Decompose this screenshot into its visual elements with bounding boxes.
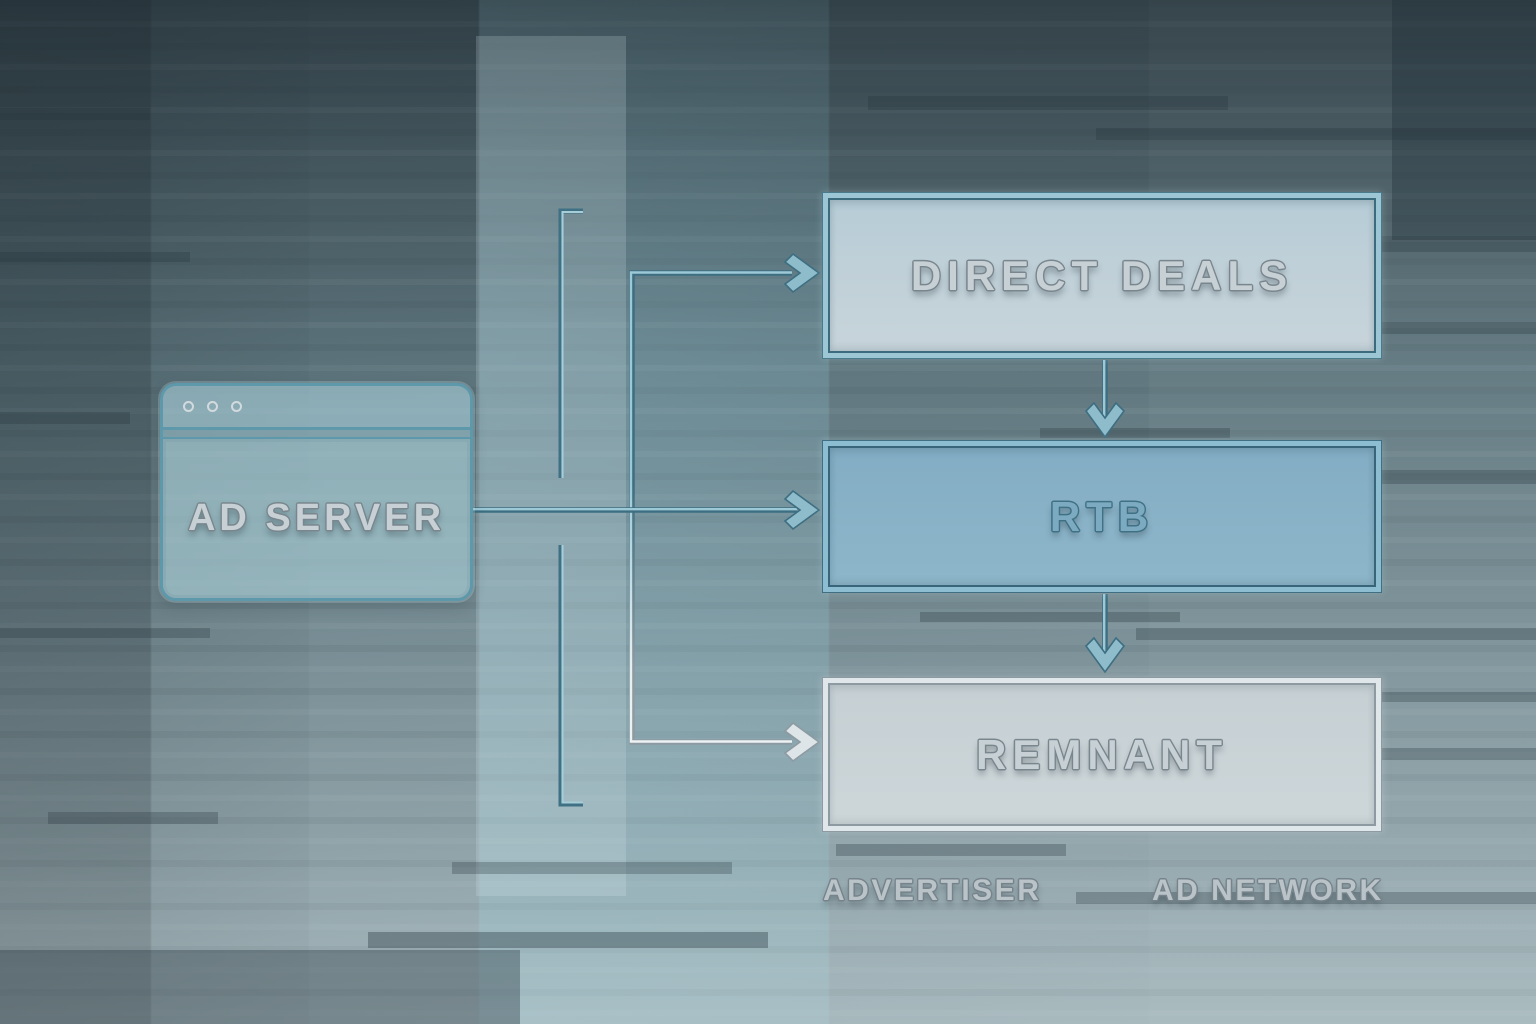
- arrowhead-down-icon: [1084, 636, 1126, 674]
- direct-deals-node: DIRECT DEALS: [822, 192, 1382, 359]
- arrowhead-right-icon: [783, 489, 821, 531]
- advertiser-label: ADVERTISER: [823, 874, 1042, 907]
- bracket-upper: [558, 208, 583, 478]
- direct-deals-label: DIRECT DEALS: [910, 251, 1294, 299]
- connector-rtb-to-remnant: [1084, 594, 1126, 674]
- window-control-dot-icon: [207, 401, 218, 412]
- ad-network-label: AD NETWORK: [1152, 874, 1384, 907]
- window-titlebar: [163, 386, 470, 430]
- ad-server-label: AD SERVER: [187, 497, 446, 539]
- bracket-lower: [558, 545, 583, 807]
- rtb-node: RTB: [822, 440, 1382, 593]
- connector-adserver-to-rtb: [473, 489, 821, 531]
- remnant-node: REMNANT: [822, 677, 1382, 832]
- remnant-label: REMNANT: [976, 730, 1228, 778]
- window-body: AD SERVER: [163, 437, 470, 598]
- window-control-dot-icon: [231, 401, 242, 412]
- rtb-label: RTB: [1049, 492, 1155, 540]
- arrowhead-right-icon: [783, 721, 821, 763]
- arrowhead-down-icon: [1084, 401, 1126, 439]
- window-control-dot-icon: [183, 401, 194, 412]
- arrowhead-right-icon: [783, 252, 821, 294]
- connector-directdeals-to-rtb: [1084, 360, 1126, 439]
- ad-server-node: AD SERVER: [160, 383, 473, 601]
